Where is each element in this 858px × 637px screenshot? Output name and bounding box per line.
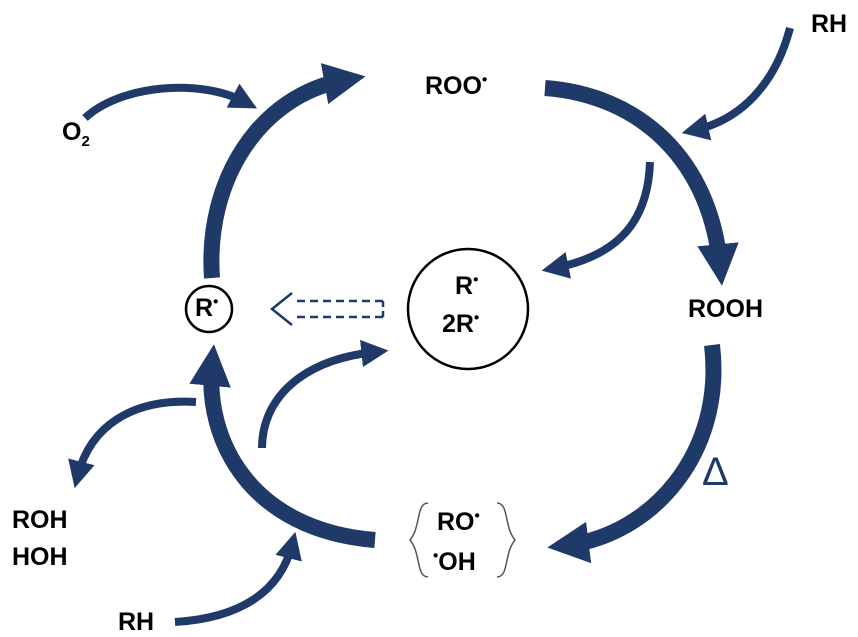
o2-main: O: [62, 118, 82, 146]
r-left-main: R: [195, 294, 214, 322]
two-r-main: 2R: [442, 310, 474, 338]
arrow-to-roh-hoh: [68, 397, 197, 489]
rh-top-label: RH: [811, 10, 848, 38]
roo-main: ROO: [425, 72, 482, 100]
r-left-label: R•: [195, 293, 219, 322]
oh-label: •OH: [433, 547, 476, 576]
ro-radical-dot: •: [474, 507, 480, 525]
arrow-rh-bottom-in: [174, 531, 302, 626]
hoh-label: HOH: [12, 543, 68, 571]
arrow-to-center-r: [541, 161, 654, 279]
rh-bottom-label: RH: [118, 608, 155, 636]
delta-symbol: Δ: [702, 450, 729, 494]
oh-radical-dot: •: [433, 547, 439, 565]
o2-label: O2: [62, 118, 90, 150]
oh-main: OH: [438, 548, 476, 576]
o2-subscript: 2: [81, 133, 90, 150]
r-left-circle: [184, 284, 234, 334]
dashed-arrow-to-r: [269, 292, 385, 326]
arrow-ro-to-r: [189, 344, 376, 548]
arrow-roo-to-rooh: [544, 80, 739, 286]
arrow-r-to-roo: [203, 63, 366, 279]
r-center-circle: [406, 247, 530, 371]
arrow-to-center-2r: [258, 339, 389, 449]
r-center-radical-dot: •: [473, 271, 479, 289]
roh-label: ROH: [12, 506, 68, 534]
ro-label: RO•: [437, 507, 480, 536]
r-left-radical-dot: •: [213, 293, 219, 311]
ro-main: RO: [437, 508, 475, 536]
r-center-label: R•: [455, 271, 479, 300]
right-bracket: [496, 502, 516, 578]
two-r-radical-dot: •: [473, 309, 480, 327]
roo-radical-dot: •: [481, 71, 488, 89]
r-center-main: R: [455, 272, 474, 300]
roo-label: ROO•: [425, 71, 488, 100]
rooh-label: ROOH: [688, 295, 763, 323]
arrow-rooh-to-ro: [547, 344, 722, 564]
arrow-rh-top-in: [681, 26, 794, 141]
two-r-label: 2R•: [442, 309, 480, 338]
left-bracket: [409, 502, 429, 578]
arrow-o2-in: [82, 83, 258, 122]
